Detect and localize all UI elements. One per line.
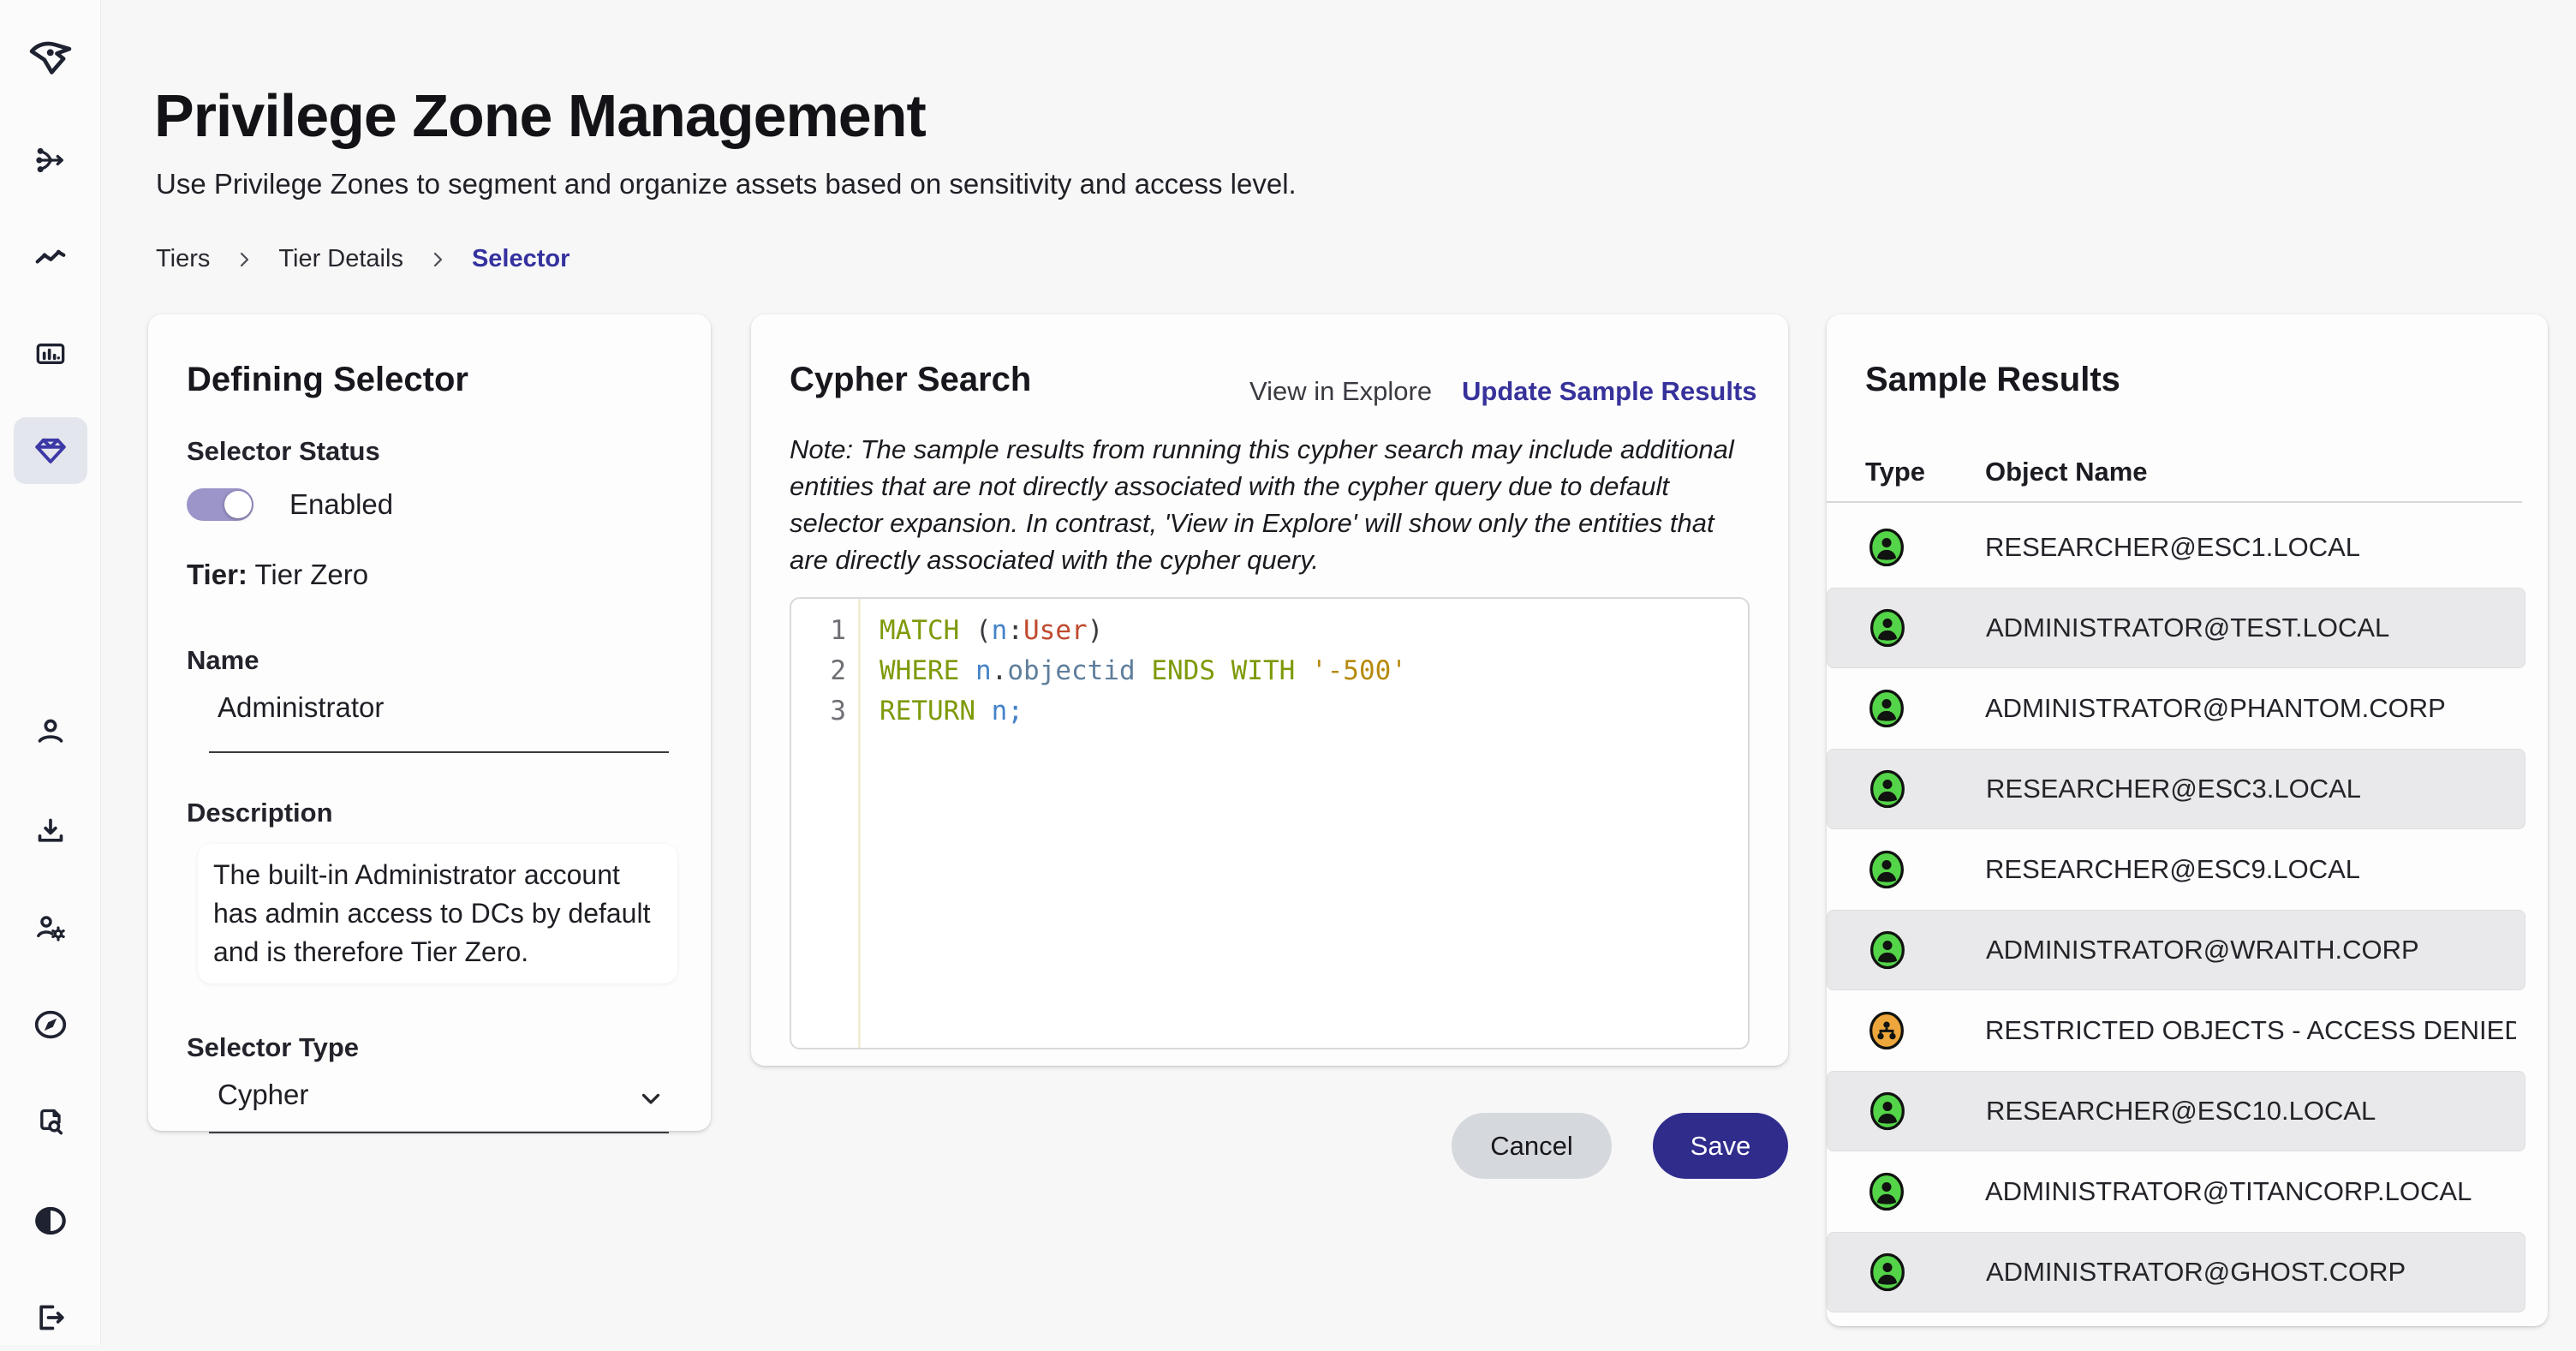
cypher-search-title: Cypher Search [790,361,1032,398]
column-header-type: Type [1865,457,1926,487]
sample-result-row[interactable]: RESEARCHER@ESC3.LOCAL [1827,749,2525,829]
name-field-wrapper [209,691,677,753]
restricted-objects-icon [1868,1010,1905,1051]
object-name: ADMINISTRATOR@TEST.LOCAL [1986,613,2390,643]
toggle-thumb [224,491,252,518]
utility-icon[interactable] [14,127,87,194]
sample-result-row[interactable]: RESEARCHER@ESC1.LOCAL [1827,507,2525,588]
view-in-explore-button[interactable]: View in Explore [1249,376,1433,406]
explore-compass-icon[interactable] [14,991,87,1058]
sidebar [0,0,101,1345]
editor-code: MATCH (n:User) WHERE n.objectid ENDS WITH… [861,599,1407,1048]
user-icon [1869,607,1906,649]
description-input[interactable]: The built-in Administrator account has a… [198,844,677,983]
defining-selector-card: Defining Selector Selector Status Enable… [148,314,711,1133]
breadcrumb-tier-details[interactable]: Tier Details [278,245,403,272]
line-number: 2 [830,655,846,686]
object-name: ADMINISTRATOR@GHOST.CORP [1986,1257,2406,1287]
sample-result-row[interactable]: ADMINISTRATOR@WRAITH.CORP [1827,910,2525,990]
cypher-note: Note: The sample results from running th… [790,434,1734,575]
user-icon [1868,688,1905,729]
table-header-divider [1827,501,2522,503]
name-input[interactable] [209,691,677,724]
selector-status-value: Enabled [289,488,394,520]
sample-result-row[interactable]: ADMINISTRATOR@PHANTOM.CORP [1827,668,2525,749]
bar-chart-icon[interactable] [14,320,87,387]
theme-contrast-icon[interactable] [14,1187,87,1254]
chevron-right-icon [234,249,254,270]
selector-type-label: Selector Type [187,1032,360,1062]
object-name: RESEARCHER@ESC3.LOCAL [1986,774,2362,804]
user-icon [1869,1252,1906,1293]
line-chart-icon[interactable] [14,224,87,290]
logout-icon[interactable] [14,1284,87,1351]
description-label: Description [187,798,333,828]
editor-line-numbers: 1 2 3 [791,599,861,1048]
cypher-editor[interactable]: 1 2 3 MATCH (n:User) WHERE n.objectid ENDS … [790,597,1750,1049]
download-icon[interactable] [14,798,87,864]
tier-label: Tier: [187,559,247,590]
cypher-search-card: Cypher Search View in Explore Update Sam… [751,314,1788,1066]
update-sample-results-button[interactable]: Update Sample Results [1462,376,1757,406]
tier-value: Tier Zero [254,559,369,590]
cancel-button[interactable]: Cancel [1452,1113,1612,1179]
sample-results-list: RESEARCHER@ESC1.LOCAL ADMINISTRATOR@TEST.… [1827,507,2548,1312]
user-icon [1868,849,1905,890]
object-name: RESEARCHER@ESC9.LOCAL [1985,854,2361,884]
object-name: RESTRICTED OBJECTS - ACCESS DENIED@… [1985,1015,2516,1045]
bloodhound-logo[interactable] [14,26,87,93]
sample-result-row[interactable]: ADMINISTRATOR@TEST.LOCAL [1827,588,2525,668]
code-line: MATCH (n:User) [880,615,1104,646]
selector-status-label: Selector Status [187,436,380,466]
form-actions: Cancel Save [751,1113,1788,1179]
object-name: ADMINISTRATOR@WRAITH.CORP [1986,935,2419,965]
page-subtitle: Use Privilege Zones to segment and organ… [156,168,1297,200]
user-icon [1868,527,1905,568]
sample-result-row[interactable]: RESEARCHER@ESC10.LOCAL [1827,1071,2525,1151]
sample-results-title: Sample Results [1865,361,2120,398]
column-header-object-name: Object Name [1985,457,2148,487]
name-label: Name [187,645,259,675]
save-button[interactable]: Save [1653,1113,1788,1179]
user-icon [1869,1091,1906,1132]
user-icon [1869,768,1906,810]
user-icon [1868,1171,1905,1212]
api-docs-icon[interactable] [14,1088,87,1155]
sample-results-card: Sample Results Type Object Name RESEARCH… [1827,314,2548,1326]
sample-result-row[interactable]: RESTRICTED OBJECTS - ACCESS DENIED@… [1827,990,2525,1071]
sample-result-row[interactable]: RESEARCHER@ESC9.LOCAL [1827,829,2525,910]
user-icon [1869,930,1906,971]
sample-result-row[interactable]: ADMINISTRATOR@GHOST.CORP [1827,1232,2525,1312]
profile-icon[interactable] [14,698,87,765]
breadcrumb-selector: Selector [471,245,570,272]
breadcrumb-tiers[interactable]: Tiers [156,245,211,272]
object-name: RESEARCHER@ESC10.LOCAL [1986,1096,2376,1126]
administration-icon[interactable] [14,894,87,961]
code-line: WHERE n.objectid ENDS WITH '-500' [880,655,1407,686]
line-number: 3 [830,696,846,726]
code-line: RETURN n; [880,696,1023,726]
breadcrumb: Tiers Tier Details Selector [156,245,569,273]
object-name: ADMINISTRATOR@TITANCORP.LOCAL [1985,1176,2472,1206]
chevron-down-icon [636,1084,665,1117]
tier-row: Tier: Tier Zero [187,559,368,591]
defining-selector-title: Defining Selector [187,361,468,398]
chevron-right-icon [427,249,448,270]
line-number: 1 [830,615,846,646]
selector-type-value: Cypher [218,1079,309,1110]
page-title: Privilege Zone Management [154,81,927,149]
selector-type-select[interactable]: Cypher [209,1079,669,1133]
privilege-zones-gem-icon[interactable] [13,417,87,484]
sample-result-row[interactable]: ADMINISTRATOR@TITANCORP.LOCAL [1827,1151,2525,1232]
selector-status-toggle[interactable] [187,488,253,521]
object-name: ADMINISTRATOR@PHANTOM.CORP [1985,693,2446,723]
object-name: RESEARCHER@ESC1.LOCAL [1985,532,2361,562]
